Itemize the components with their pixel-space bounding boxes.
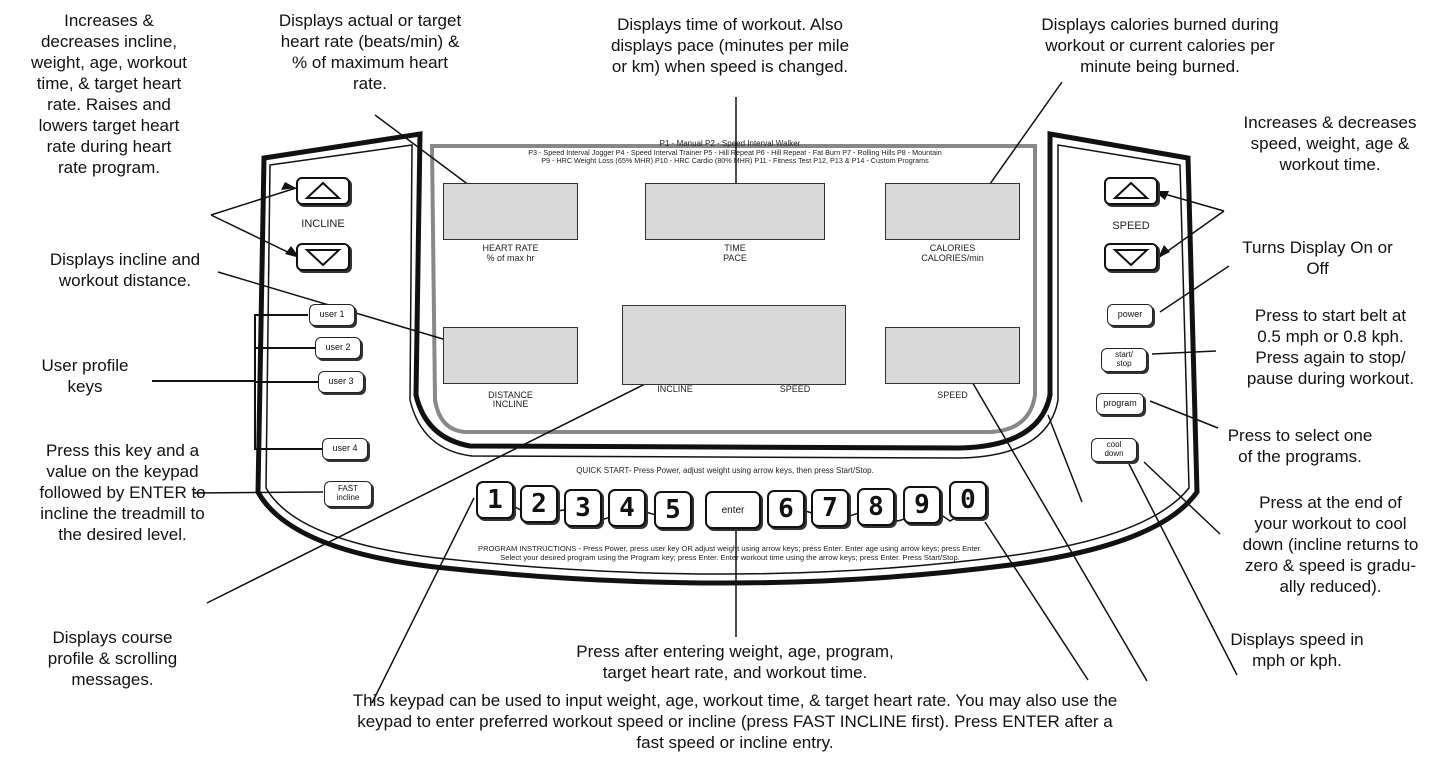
time-label: TIME: [724, 243, 746, 253]
program-line-1: P1 - Manual P2 - Speed Interval Walker: [659, 139, 801, 148]
heart-rate-window: [443, 183, 578, 240]
callout-distance: Displays incline and workout distance.: [49, 250, 201, 290]
user-4-button[interactable]: user 4: [322, 438, 368, 460]
keypad-key-9[interactable]: 9: [903, 486, 941, 524]
callout-cool-down: Press at the end of your workout to cool…: [1242, 493, 1419, 596]
fast-incline-button[interactable]: FAST incline: [324, 481, 372, 507]
keypad-key-2[interactable]: 2: [520, 485, 558, 523]
pace-label: PACE: [723, 253, 747, 263]
callout-calories: Displays calories burned during workout …: [1041, 15, 1279, 76]
profile-incline-label: INCLINE: [657, 384, 693, 394]
callout-program: Press to select one of the programs.: [1227, 426, 1373, 466]
speed-title: SPEED: [1112, 220, 1150, 232]
course-profile-window: [622, 305, 846, 385]
speed-label: SPEED: [937, 390, 968, 400]
speed-up-button[interactable]: [1104, 177, 1158, 205]
user-1-button[interactable]: user 1: [309, 304, 355, 326]
program-instructions-line-1: PROGRAM INSTRUCTIONS - Press Power, pres…: [478, 544, 982, 553]
incline-down-button[interactable]: [296, 243, 350, 271]
incline-title: INCLINE: [301, 218, 345, 230]
power-button[interactable]: power: [1107, 304, 1153, 326]
callout-start-stop: Press to start belt at 0.5 mph or 0.8 kp…: [1246, 306, 1415, 388]
program-line-3: P9 - HRC Weight Loss (65% MHR) P10 - HRC…: [541, 156, 929, 165]
distance-window: [443, 327, 578, 384]
triangle-up-icon: [304, 181, 342, 199]
callout-speed-keys: Increases & decreases speed, weight, age…: [1243, 113, 1417, 174]
enter-button[interactable]: enter: [705, 491, 761, 529]
callout-speed-display: Displays speed in mph or kph.: [1230, 630, 1364, 670]
program-button[interactable]: program: [1096, 393, 1144, 415]
callout-time: Displays time of workout. Also displays …: [610, 15, 850, 76]
callout-user-keys: User profile keys: [41, 356, 129, 396]
distance-label: DISTANCE: [488, 390, 533, 400]
program-line-2: P3 - Speed Interval Jogger P4 - Speed In…: [528, 148, 942, 157]
user-3-button[interactable]: user 3: [318, 371, 364, 393]
callout-heart-rate: Displays actual or target heart rate (be…: [278, 11, 462, 93]
keypad-key-8[interactable]: 8: [857, 488, 895, 526]
keypad-key-4[interactable]: 4: [608, 489, 646, 527]
keypad-key-7[interactable]: 7: [811, 489, 849, 527]
keypad-key-3[interactable]: 3: [564, 489, 602, 527]
callout-keypad: This keypad can be used to input weight,…: [352, 691, 1118, 752]
cool-down-button[interactable]: cool down: [1091, 438, 1137, 462]
callout-course-profile: Displays course profile & scrolling mess…: [47, 628, 178, 689]
calories-window: [885, 183, 1020, 240]
keypad-key-0[interactable]: 0: [949, 481, 987, 519]
start-stop-button[interactable]: start/ stop: [1101, 348, 1147, 372]
calories-label: CALORIES: [929, 243, 976, 253]
callout-power: Turns Display On or Off: [1242, 238, 1393, 278]
callout-enter: Press after entering weight, age, progra…: [576, 642, 894, 682]
keypad-key-5[interactable]: 5: [654, 491, 692, 529]
heart-rate-label: HEART RATE: [482, 243, 539, 253]
triangle-up-icon: [1112, 181, 1150, 199]
heart-rate-sub: % of max hr: [486, 253, 535, 263]
callout-incline-keys: Increases & decreases incline, weight, a…: [31, 11, 187, 177]
program-instructions-line-2: Select your desired program using the Pr…: [500, 553, 960, 562]
time-window: [645, 183, 825, 240]
speed-window: [885, 327, 1020, 384]
keypad-key-1[interactable]: 1: [476, 481, 514, 519]
quick-start-text: QUICK START- Press Power, adjust weight …: [576, 466, 874, 475]
triangle-down-icon: [304, 249, 342, 267]
keypad-key-6[interactable]: 6: [767, 490, 805, 528]
calories-min-label: CALORIES/min: [921, 253, 984, 263]
triangle-down-icon: [1112, 249, 1150, 267]
profile-speed-label: SPEED: [779, 384, 811, 394]
callout-fast-incline: Press this key and a value on the keypad…: [39, 441, 206, 544]
distance-incline-label: INCLINE: [492, 399, 529, 409]
speed-down-button[interactable]: [1104, 243, 1158, 271]
incline-up-button[interactable]: [296, 177, 350, 205]
user-2-button[interactable]: user 2: [315, 337, 361, 359]
